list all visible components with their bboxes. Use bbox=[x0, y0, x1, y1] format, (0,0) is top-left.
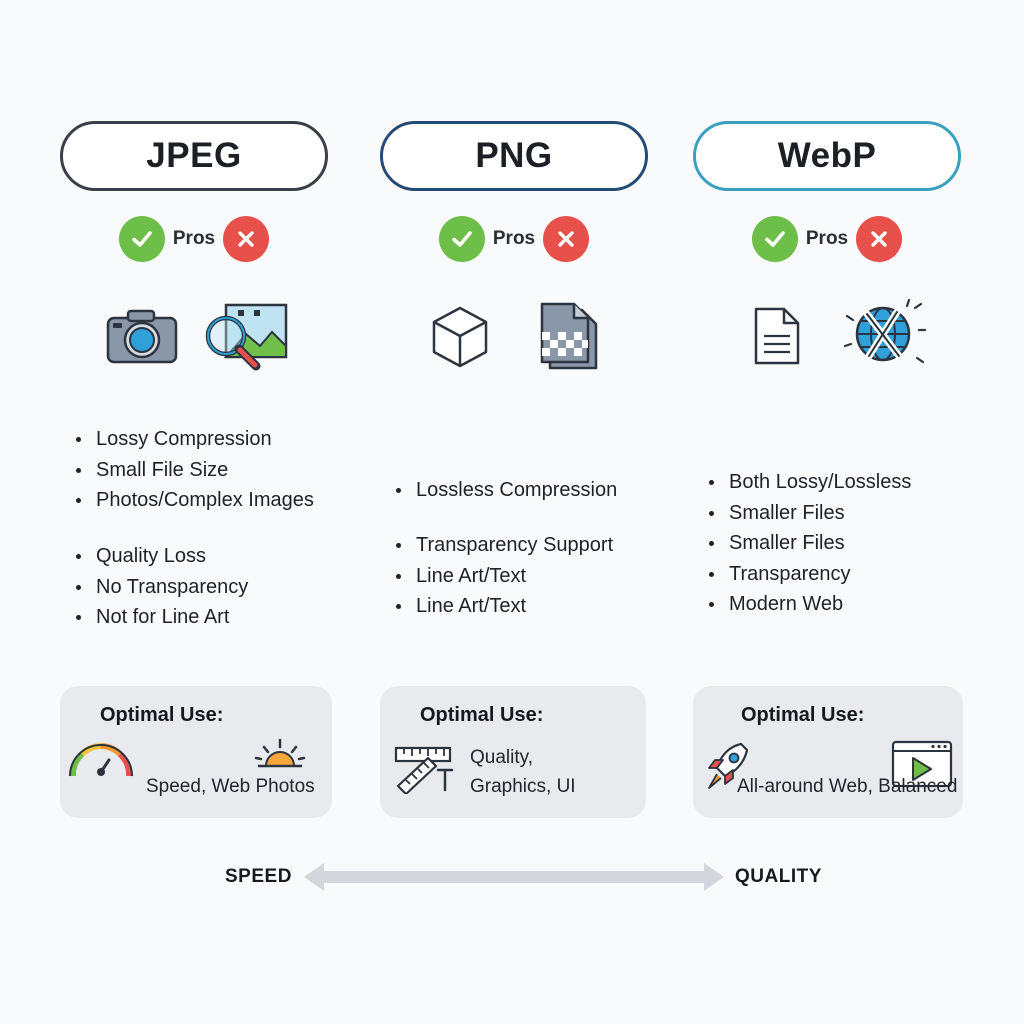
jpeg-optimal-use: Optimal Use: Speed, Web Photos bbox=[60, 686, 332, 818]
jpeg-cons-list: Quality Loss No Transparency Not for Lin… bbox=[76, 541, 248, 633]
jpeg-pros-cons: Pros bbox=[60, 215, 328, 263]
list-item: Transparency bbox=[709, 559, 911, 590]
list-item: No Transparency bbox=[76, 572, 248, 603]
png-title: PNG bbox=[475, 136, 553, 175]
sunrise-icon bbox=[254, 738, 306, 768]
webp-title-pill: WebP bbox=[693, 121, 961, 191]
png-icons bbox=[380, 300, 648, 380]
jpeg-icons bbox=[60, 300, 328, 380]
webp-pros-list: Both Lossy/Lossless Smaller Files Smalle… bbox=[709, 467, 911, 620]
png-title-pill: PNG bbox=[380, 121, 648, 191]
webp-title: WebP bbox=[777, 136, 877, 175]
list-item: Transparency Support bbox=[396, 530, 613, 561]
document-icon bbox=[754, 307, 800, 365]
rocket-icon bbox=[708, 742, 749, 789]
ruler-text-icon bbox=[394, 746, 454, 794]
png-column: PNG Pros Lossless Compression bbox=[380, 0, 660, 1024]
optimal-use-title: Optimal Use: bbox=[741, 704, 865, 726]
webp-optimal-text: All-around Web, Balanced bbox=[737, 776, 958, 797]
cross-icon bbox=[856, 216, 903, 262]
cross-icon bbox=[223, 216, 270, 262]
png-optimal-use: Optimal Use: Quality, Graphics, UI bbox=[380, 686, 646, 818]
list-item: Line Art/Text bbox=[396, 591, 613, 622]
jpeg-title-pill: JPEG bbox=[60, 121, 328, 191]
list-item: Lossless Compression bbox=[396, 475, 617, 506]
jpeg-title: JPEG bbox=[146, 136, 242, 175]
pros-label: Pros bbox=[805, 228, 849, 249]
webp-column: WebP Pros Both Lossy/Lossless Smaller Fi… bbox=[693, 0, 973, 1024]
png-cons-list: Transparency Support Line Art/Text Line … bbox=[396, 530, 613, 622]
list-item: Both Lossy/Lossless bbox=[709, 467, 911, 498]
quality-label: QUALITY bbox=[735, 866, 822, 887]
speed-quality-arrow bbox=[304, 863, 724, 891]
list-item: Small File Size bbox=[76, 455, 314, 486]
video-window-icon bbox=[891, 740, 953, 788]
list-item: Line Art/Text bbox=[396, 561, 613, 592]
jpeg-pros-list: Lossy Compression Small File Size Photos… bbox=[76, 424, 314, 516]
list-item: Smaller Files bbox=[709, 498, 911, 529]
image-search-icon bbox=[205, 303, 288, 371]
globe-icon bbox=[843, 298, 927, 364]
camera-icon bbox=[106, 309, 178, 364]
check-icon bbox=[118, 216, 165, 262]
list-item: Lossy Compression bbox=[76, 424, 314, 455]
check-icon bbox=[438, 216, 485, 262]
list-item: Photos/Complex Images bbox=[76, 485, 314, 516]
png-optimal-text-line1: Quality, bbox=[470, 747, 534, 768]
list-item: Quality Loss bbox=[76, 541, 248, 572]
check-icon bbox=[751, 216, 798, 262]
jpeg-optimal-text: Speed, Web Photos bbox=[146, 776, 315, 797]
optimal-use-title: Optimal Use: bbox=[420, 704, 544, 726]
webp-pros-cons: Pros bbox=[693, 215, 961, 263]
speed-label: SPEED bbox=[225, 866, 292, 887]
list-item: Smaller Files bbox=[709, 528, 911, 559]
transparency-file-icon bbox=[540, 302, 598, 370]
png-pros-cons: Pros bbox=[380, 215, 648, 263]
png-pros-list: Lossless Compression bbox=[396, 475, 617, 506]
optimal-use-title: Optimal Use: bbox=[100, 704, 224, 726]
cross-icon bbox=[543, 216, 590, 262]
list-item: Modern Web bbox=[709, 589, 911, 620]
jpeg-column: JPEG Pros Lossy Com bbox=[60, 0, 340, 1024]
png-optimal-text-line2: Graphics, UI bbox=[470, 776, 576, 797]
webp-optimal-use: Optimal Use: All-around Web, Balanced bbox=[693, 686, 963, 818]
cube-icon bbox=[432, 306, 488, 368]
speedometer-icon bbox=[69, 743, 133, 777]
pros-label: Pros bbox=[492, 228, 536, 249]
pros-label: Pros bbox=[172, 228, 216, 249]
webp-icons bbox=[693, 298, 961, 380]
list-item: Not for Line Art bbox=[76, 602, 248, 633]
